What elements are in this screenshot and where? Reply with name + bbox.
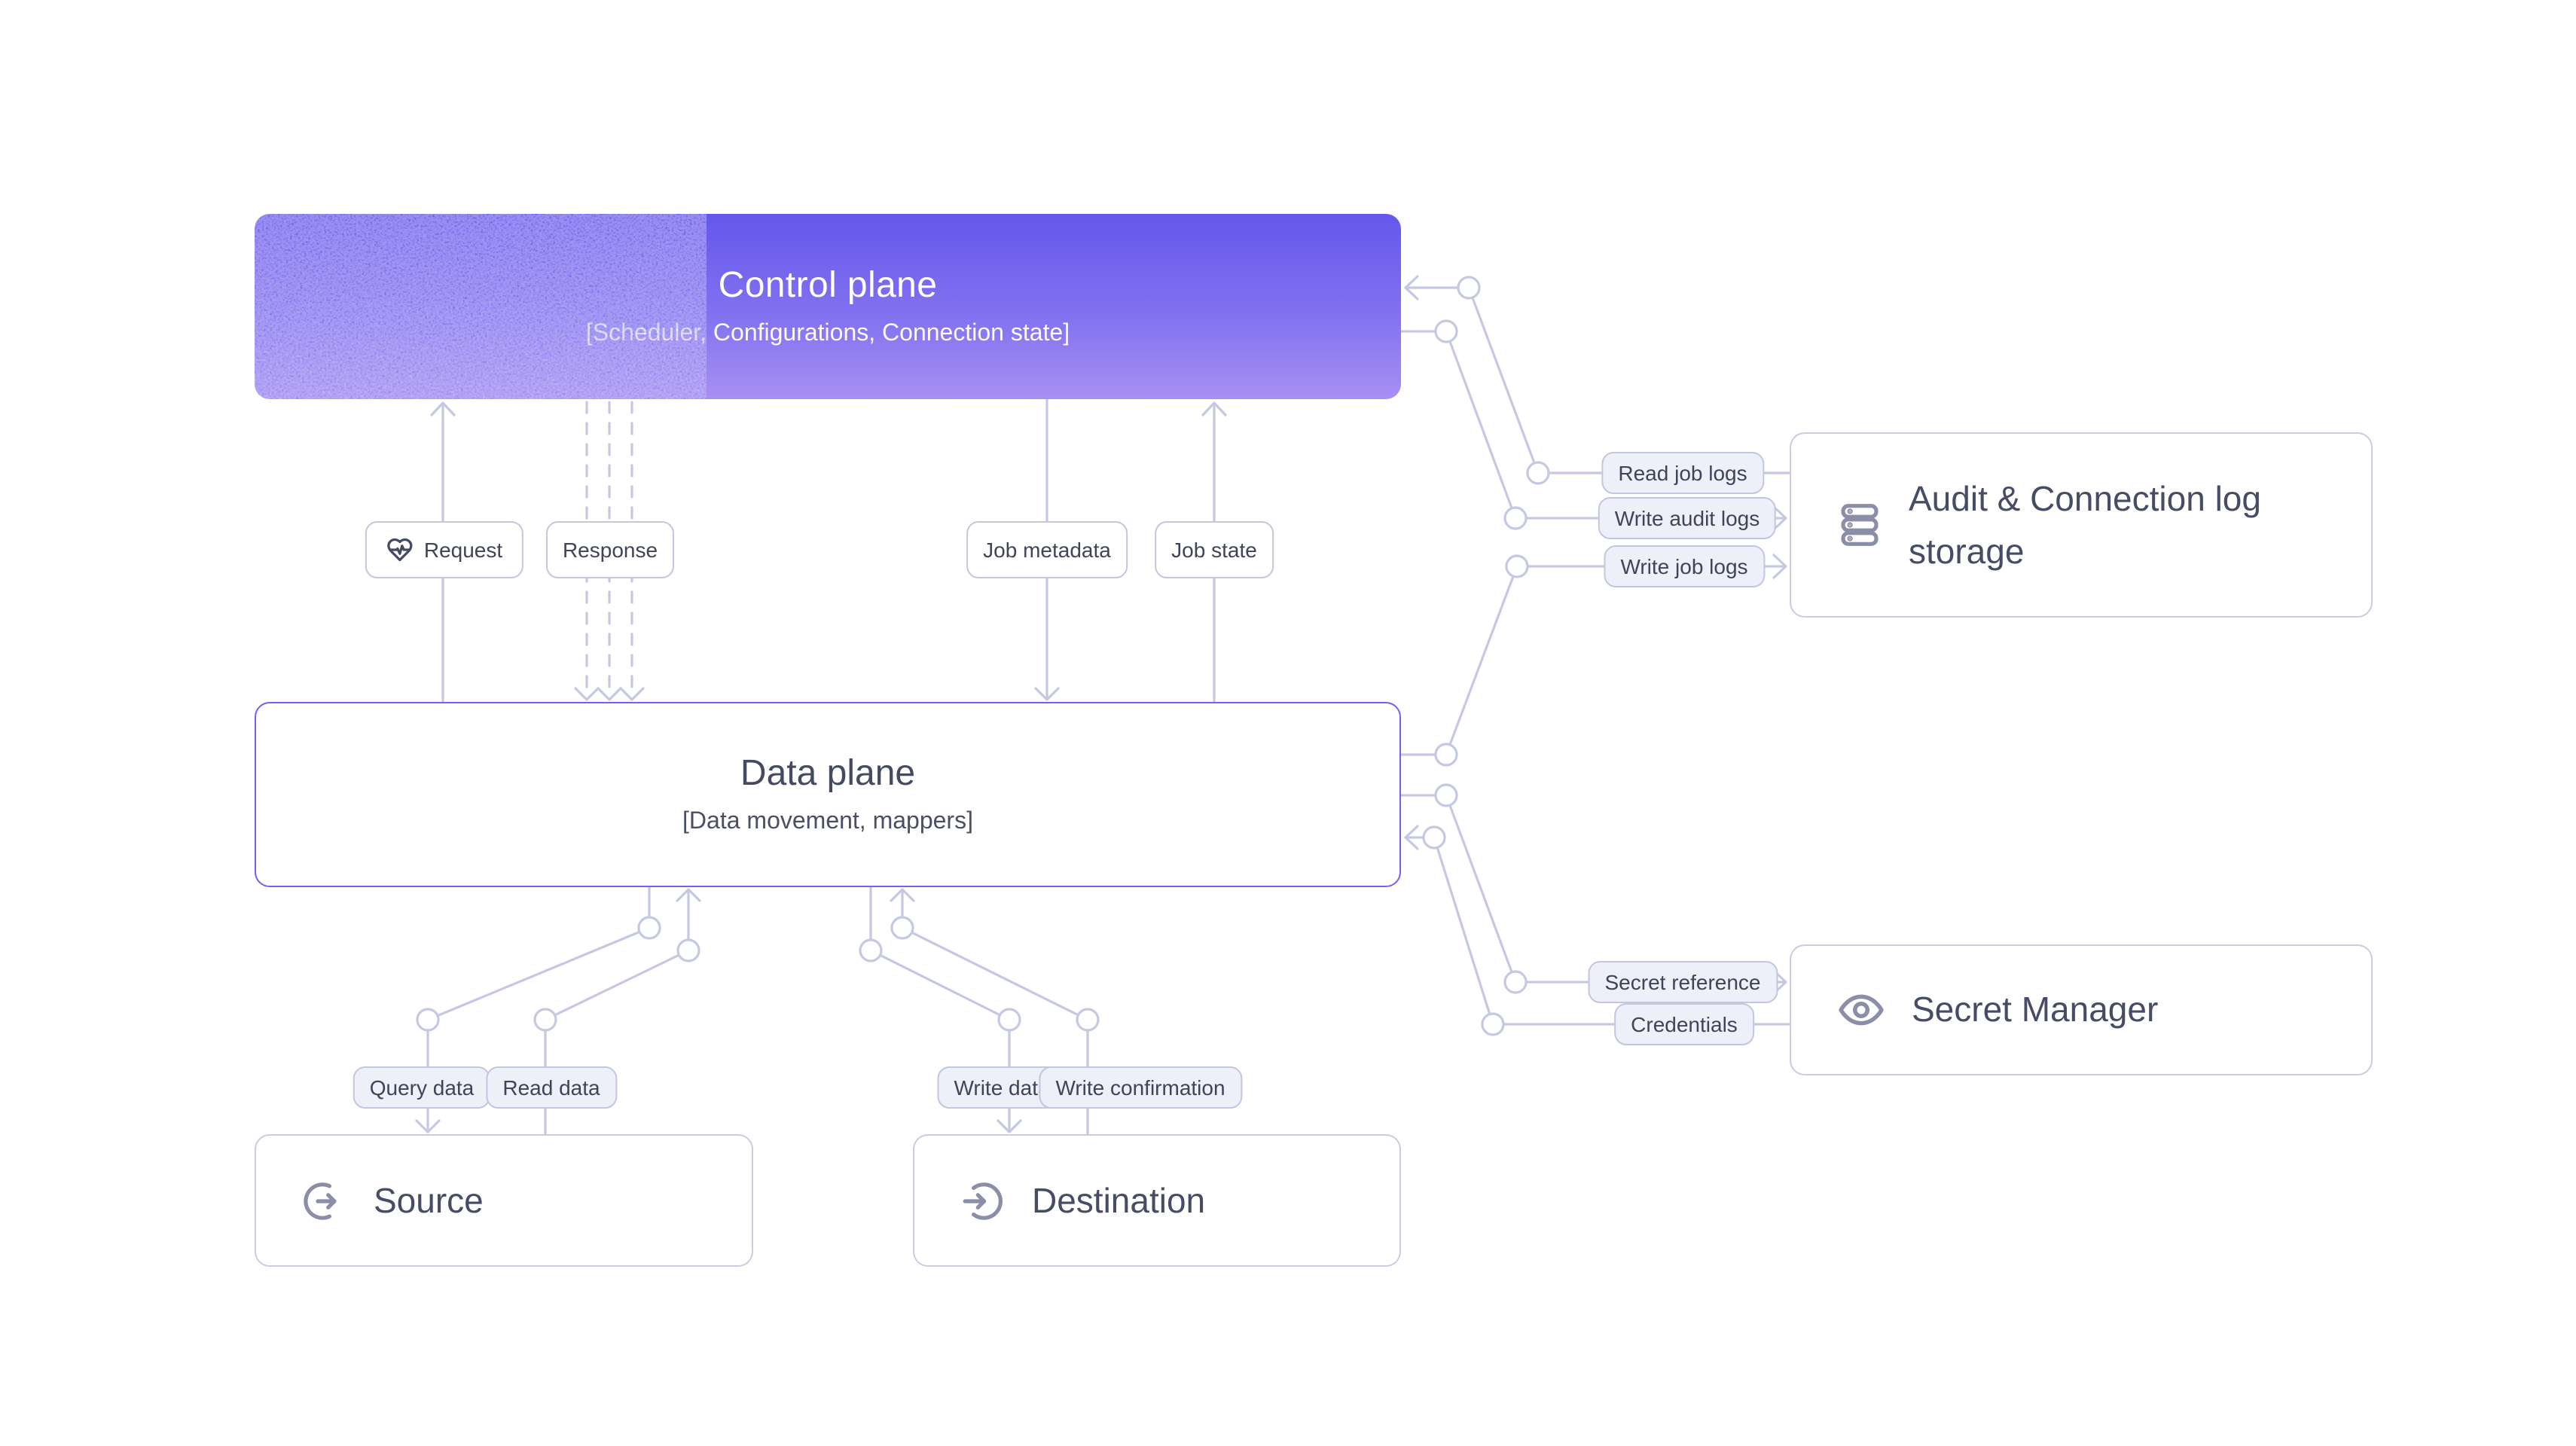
arrow-down bbox=[997, 1119, 1022, 1133]
write-confirmation-label-text: Write confirmation bbox=[1055, 1075, 1225, 1100]
edge-write-job-logs bbox=[1399, 565, 1787, 756]
data-plane-subtitle: [Data movement, mappers] bbox=[682, 809, 973, 834]
read-data-label-text: Read data bbox=[502, 1075, 600, 1100]
arrow-right bbox=[1772, 505, 1787, 531]
data-plane-title: Data plane bbox=[740, 753, 916, 794]
arrow-down bbox=[597, 687, 622, 701]
secret-manager-node: Secret Manager bbox=[1790, 944, 2373, 1075]
arrow-down bbox=[415, 1119, 441, 1133]
write-audit-logs-label-text: Write audit logs bbox=[1614, 506, 1760, 530]
arrow-up bbox=[676, 888, 701, 902]
source-node: Source bbox=[255, 1134, 753, 1267]
credentials-label: Credentials bbox=[1614, 1003, 1754, 1045]
write-data-label-text: Write data bbox=[954, 1075, 1050, 1100]
control-plane-subtitle: [Scheduler, Configurations, Connection s… bbox=[585, 321, 1070, 346]
query-data-label-text: Query data bbox=[369, 1075, 475, 1100]
control-plane-node: Control plane [Scheduler, Configurations… bbox=[255, 214, 1401, 399]
read-job-logs-label-text: Read job logs bbox=[1618, 461, 1747, 485]
data-plane-node: Data plane [Data movement, mappers] bbox=[255, 702, 1401, 887]
request-label: Request bbox=[365, 521, 524, 578]
arrow-up bbox=[430, 401, 456, 416]
destination-title: Destination bbox=[1032, 1180, 1206, 1220]
response-label-text: Response bbox=[562, 538, 658, 562]
eye-icon bbox=[1839, 994, 1884, 1026]
arrow-up bbox=[1201, 401, 1227, 416]
credentials-label-text: Credentials bbox=[1631, 1012, 1738, 1036]
query-data-label: Query data bbox=[353, 1066, 491, 1109]
job-metadata-label: Job metadata bbox=[966, 521, 1128, 578]
read-job-logs-label: Read job logs bbox=[1601, 452, 1764, 494]
write-confirmation-label: Write confirmation bbox=[1039, 1066, 1242, 1109]
secret-reference-label: Secret reference bbox=[1588, 961, 1778, 1003]
job-state-label-text: Job state bbox=[1171, 538, 1257, 562]
write-job-logs-label: Write job logs bbox=[1604, 545, 1765, 587]
destination-node: Destination bbox=[913, 1134, 1401, 1267]
audit-log-storage-node: Audit & Connection log storage bbox=[1790, 432, 2373, 618]
write-job-logs-label-text: Write job logs bbox=[1620, 554, 1748, 578]
write-audit-logs-label: Write audit logs bbox=[1598, 497, 1777, 539]
source-title: Source bbox=[374, 1180, 484, 1220]
arrow-out-circle-icon bbox=[304, 1182, 337, 1219]
job-metadata-label-text: Job metadata bbox=[983, 538, 1111, 562]
control-plane-title: Control plane bbox=[718, 265, 938, 306]
arrow-left bbox=[1404, 275, 1419, 300]
edge-secret-reference bbox=[1399, 794, 1787, 984]
noise-texture bbox=[255, 214, 707, 399]
arrow-up bbox=[890, 888, 915, 902]
arrow-down bbox=[574, 687, 600, 701]
arrow-right bbox=[1772, 554, 1787, 579]
heart-pulse-icon bbox=[387, 538, 413, 562]
secret-reference-label-text: Secret reference bbox=[1604, 970, 1761, 994]
arrow-in-circle-icon bbox=[963, 1182, 1003, 1219]
read-data-label: Read data bbox=[486, 1066, 617, 1109]
connector-joints bbox=[416, 276, 1550, 1036]
request-label-text: Request bbox=[423, 538, 503, 562]
response-label: Response bbox=[545, 521, 675, 578]
arrow-right bbox=[1772, 969, 1787, 995]
job-state-label: Job state bbox=[1155, 521, 1274, 578]
arrow-down bbox=[619, 687, 645, 701]
database-icon bbox=[1841, 504, 1879, 546]
secret-manager-title: Secret Manager bbox=[1912, 990, 2159, 1030]
arrow-left bbox=[1404, 825, 1419, 850]
audit-log-storage-title: Audit & Connection log storage bbox=[1909, 479, 2261, 570]
arrow-down bbox=[1034, 687, 1060, 701]
